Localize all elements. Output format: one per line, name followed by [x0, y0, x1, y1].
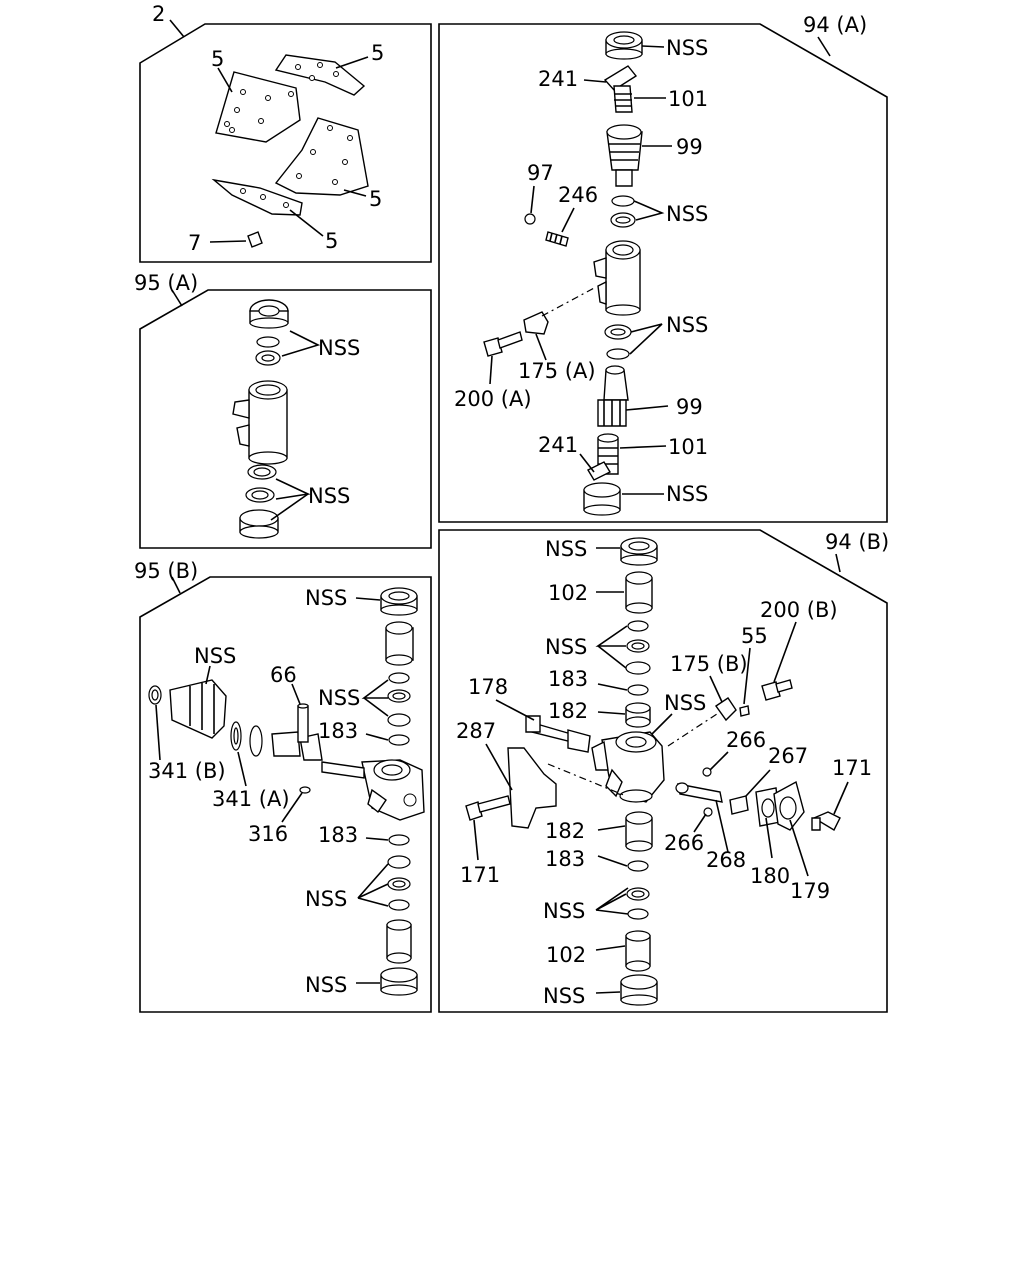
callout-95b-top-cap: NSS: [305, 586, 347, 610]
group-2-id: 2: [152, 2, 165, 26]
callout-shoe-top-right: 5: [371, 41, 384, 65]
callout-94a-bottom-cap: NSS: [666, 482, 708, 506]
callout-95b-oring-lower: 183: [318, 823, 358, 847]
group-94a-frame: [438, 23, 888, 523]
group-94b-frame: [438, 529, 888, 1013]
callout-94a-top-cap: NSS: [666, 36, 708, 60]
callout-94b-gasket-180: 180: [750, 864, 790, 888]
callout-94b-seals-upper: NSS: [545, 635, 587, 659]
group-94a-id: 94 (A): [803, 13, 867, 37]
callout-94a-shaft-bottom: 99: [676, 395, 703, 419]
callout-95b-pin-66: 66: [270, 663, 297, 687]
callout-94b-lever-268: 268: [706, 848, 746, 872]
group-94b-id: 94 (B): [825, 530, 889, 554]
callout-94a-spring-246: 246: [558, 183, 598, 207]
callout-94b-bush-mid-bottom: 182: [545, 819, 585, 843]
callout-94b-bottom-cap: NSS: [543, 984, 585, 1008]
callout-94a-adjuster-bottom: 101: [668, 435, 708, 459]
callout-94a-bracket: 175 (A): [518, 359, 596, 383]
callout-94b-seals-lower: NSS: [543, 899, 585, 923]
callout-94a-ball-97: 97: [527, 161, 554, 185]
callout-94b-oring-top: 183: [548, 667, 588, 691]
group-94b: 94 (B): [438, 529, 889, 1013]
callout-95b-bottom-cap: NSS: [305, 973, 347, 997]
callout-94b-bush-top: 102: [548, 581, 588, 605]
slack-adjuster-95a: [232, 299, 289, 539]
group-95b-id: 95 (B): [134, 559, 198, 583]
callout-94b-cap-267: 267: [768, 744, 808, 768]
callout-95b-snap-ring-a: 341 (A): [212, 787, 290, 811]
callout-94a-seals-upper: NSS: [666, 202, 708, 226]
callout-shoe-top-left: 5: [211, 47, 224, 71]
callout-94b-bush-bottom: 102: [546, 943, 586, 967]
slack-adjuster-95b: [148, 587, 425, 996]
brake-shoe-lining: [211, 54, 369, 248]
callout-95a-lower-seals: NSS: [308, 484, 350, 508]
callout-94b-shield-287: 287: [456, 719, 496, 743]
callout-95b-lower-seals: NSS: [305, 887, 347, 911]
callout-95b-clip-316: 316: [248, 822, 288, 846]
callout-94a-seals-lower: NSS: [666, 313, 708, 337]
callout-94b-rod-178: 178: [468, 675, 508, 699]
callout-95b-snap-ring-b: 341 (B): [148, 759, 226, 783]
callout-94b-top-cap: NSS: [545, 537, 587, 561]
callout-shoe-bottom: 5: [325, 229, 338, 253]
callout-94a-adjuster-top: 101: [668, 87, 708, 111]
callout-94b-nut-55: 55: [741, 624, 768, 648]
group-95b-frame: [139, 576, 432, 1013]
group-95b: 95 (B): [134, 559, 432, 1013]
callout-94b-housing: NSS: [664, 691, 706, 715]
callout-94a-shaft-top: 99: [676, 135, 703, 159]
group-2-frame: [139, 23, 432, 263]
callout-94b-cover-179: 179: [790, 879, 830, 903]
callout-94b-oring-bottom: 183: [545, 847, 585, 871]
callout-94b-bolt-right: 171: [832, 756, 872, 780]
callout-94b-ball-bottom: 266: [664, 831, 704, 855]
callout-95b-upper-seals: NSS: [318, 686, 360, 710]
group-95a-id: 95 (A): [134, 271, 198, 295]
callout-shoe-bottom-right: 5: [369, 187, 382, 211]
group-95a-frame: [139, 289, 432, 549]
callout-94b-bolt-left: 171: [460, 863, 500, 887]
callout-94b-bolt-200b: 200 (B): [760, 598, 838, 622]
callout-94a-clip-top: 241: [538, 67, 578, 91]
slack-adjuster-94b: [465, 537, 841, 1006]
callout-95b-boot: NSS: [194, 644, 236, 668]
callout-95a-upper-seals: NSS: [318, 336, 360, 360]
callout-94b-plate: 175 (B): [670, 652, 748, 676]
callout-94b-bush-mid-top: 182: [548, 699, 588, 723]
group-94a: 94 (A): [438, 13, 888, 523]
callout-94a-bolt: 200 (A): [454, 387, 532, 411]
callout-pin-7: 7: [188, 231, 201, 255]
callout-95b-oring-upper: 183: [318, 719, 358, 743]
group-95a: 95 (A) NSS NSS: [134, 271, 432, 549]
slack-adjuster-94a: [483, 31, 643, 516]
group-brake-shoe: 2 5 5 5: [139, 2, 432, 263]
callout-94a-clip-bottom: 241: [538, 433, 578, 457]
callout-94b-ball-top: 266: [726, 728, 766, 752]
